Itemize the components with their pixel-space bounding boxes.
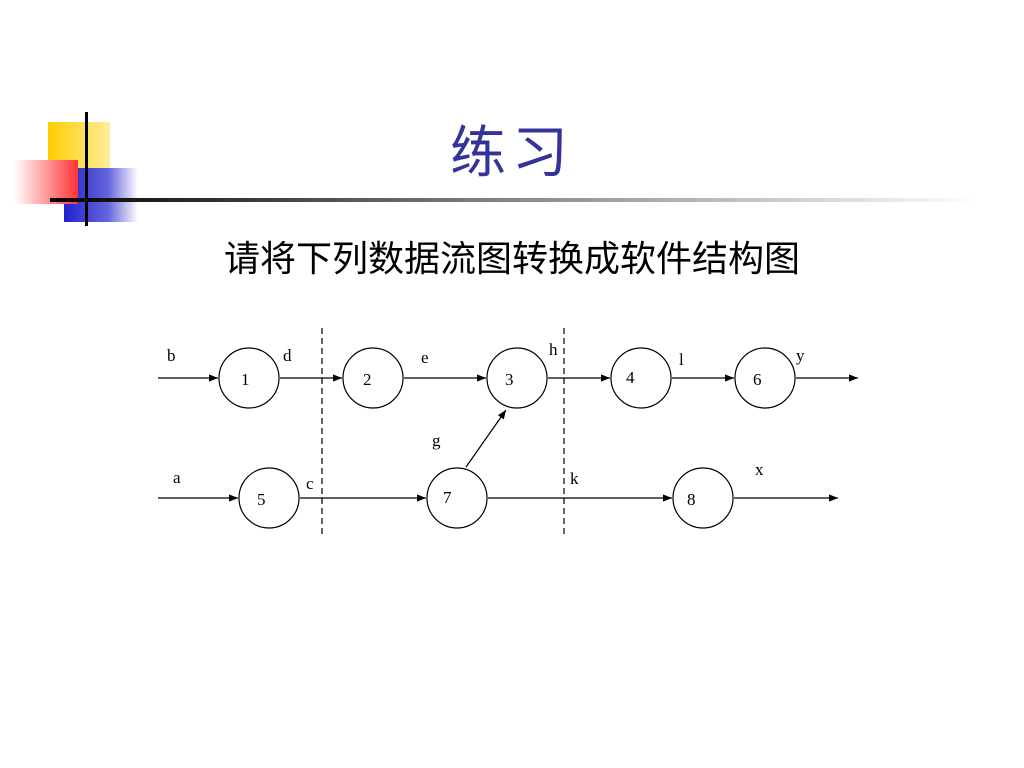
edge-label-d: d — [283, 346, 292, 365]
slide-subtitle: 请将下列数据流图转换成软件结构图 — [223, 239, 800, 280]
node-3: 3 — [486, 347, 548, 409]
edge-label-c: c — [306, 474, 314, 493]
edge-label-y: y — [796, 346, 805, 365]
edge-label-x: x — [755, 460, 764, 479]
node-4: 4 — [610, 347, 672, 409]
node-7-label: 7 — [443, 488, 452, 507]
node-3-label: 3 — [505, 370, 514, 389]
node-4-label: 4 — [626, 368, 635, 387]
slide-title: 练习 — [450, 121, 574, 186]
edge-label-k: k — [570, 469, 579, 488]
node-6: 6 — [734, 347, 796, 409]
node-7: 7 — [426, 467, 488, 529]
node-2-label: 2 — [363, 370, 372, 389]
deco-vertical-line — [85, 112, 88, 226]
deco-red-square — [14, 160, 78, 204]
node-5-label: 5 — [257, 490, 266, 509]
title-rule — [50, 198, 980, 202]
edge-label-b: b — [167, 346, 176, 365]
node-1: 1 — [218, 347, 280, 409]
edge-label-g: g — [432, 431, 441, 450]
edge-label-e: e — [421, 348, 429, 367]
node-8: 8 — [672, 467, 734, 529]
node-5: 5 — [238, 467, 300, 529]
edge-g — [465, 409, 507, 468]
node-1-label: 1 — [241, 370, 250, 389]
node-2: 2 — [342, 347, 404, 409]
edge-label-l: l — [679, 350, 684, 369]
node-6-label: 6 — [753, 370, 762, 389]
node-8-label: 8 — [687, 490, 696, 509]
edge-label-a: a — [173, 468, 181, 487]
edge-label-h: h — [549, 340, 558, 359]
